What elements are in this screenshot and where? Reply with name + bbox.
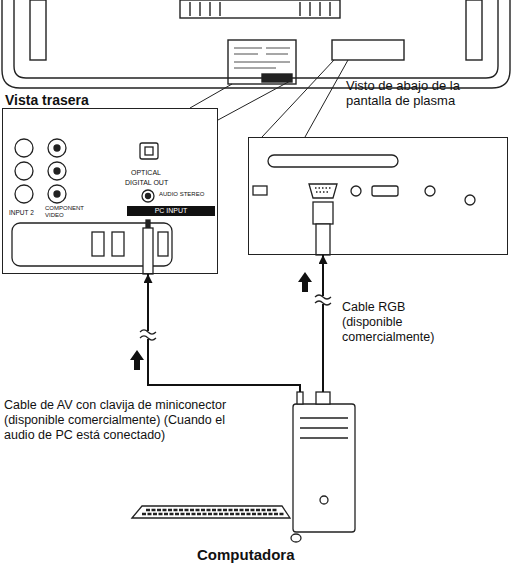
terminal-post: [158, 232, 168, 256]
vga-plug: [313, 202, 333, 224]
audio-plug: [297, 392, 303, 404]
leader-line: [262, 60, 334, 137]
port-label: OPTICAL: [131, 169, 161, 177]
up-arrow: [298, 272, 312, 292]
port-label: AUDIO STEREO: [159, 191, 211, 198]
slot: [268, 155, 398, 167]
jack: [48, 162, 66, 180]
bottom-terminal-panel: Visto de abajo de la pantalla de plasma: [248, 137, 508, 255]
tv-bottom-terminal: [332, 40, 404, 60]
hdmi-port: [253, 186, 267, 195]
jack: [48, 139, 66, 157]
port-label: INPUT 2: [9, 209, 34, 216]
audio-plug: [143, 228, 153, 274]
bottom-panel-ports: [253, 155, 475, 255]
tv-frame-inner: [14, 0, 498, 78]
port: [465, 195, 475, 205]
jack: [15, 162, 33, 180]
tv-terminal-plate: [228, 40, 296, 84]
audio-jack-pin: [146, 194, 151, 199]
device-label: Computadora: [197, 546, 295, 563]
tv-bracket: [30, 0, 46, 60]
power-button: [320, 496, 328, 504]
drive-bays: [300, 418, 348, 438]
direction-arrows: [130, 272, 312, 370]
cable-label: Cable de AV con clavija de miniconector …: [4, 398, 244, 443]
tv-vent: [180, 0, 340, 18]
cable-label: Cable RGB (disponible comercialmente): [342, 300, 452, 345]
vga-pins: [315, 188, 331, 192]
break-mark: [140, 330, 156, 340]
terminal-post: [92, 232, 104, 256]
port: [425, 186, 435, 196]
leader-line: [218, 80, 292, 120]
port-label: DIGITAL OUT: [125, 179, 168, 187]
tv-rear: [2, 0, 510, 88]
optical-port-inner: [145, 147, 153, 155]
plug-tip: [146, 220, 150, 228]
break-gap: [140, 331, 156, 339]
vga-plug-body: [316, 224, 330, 255]
tv-terminal-detail: [234, 48, 290, 68]
jack: [15, 185, 33, 203]
audio-jack: [142, 190, 154, 202]
view-heading: Vista trasera: [5, 92, 89, 108]
leader-lines: [190, 60, 348, 137]
cable: [148, 274, 300, 392]
mouse: [291, 534, 301, 542]
break-mark: [315, 295, 331, 305]
up-arrow: [130, 350, 144, 370]
port-label: COMPONENT VIDEO: [45, 205, 95, 219]
keyboard: [132, 506, 290, 518]
input-bar-label: PC INPUT: [127, 206, 215, 216]
view-heading: Visto de abajo de la pantalla de plasma: [346, 79, 508, 109]
cable-breaks: [140, 295, 331, 340]
break-gap: [315, 296, 331, 304]
jack-pin: [54, 191, 60, 197]
serial-port: [372, 186, 398, 196]
keyboard-keys: [142, 510, 284, 514]
cable: [322, 255, 324, 392]
optical-port: [140, 143, 158, 159]
jack: [48, 185, 66, 203]
vga-plug: [316, 392, 330, 404]
tv-bracket: [466, 0, 482, 60]
leader-line: [190, 84, 232, 108]
tv-rear-view: Vista trasera: [0, 0, 512, 90]
jack: [15, 139, 33, 157]
leader-line: [305, 60, 348, 137]
jack-pin: [54, 145, 60, 151]
terminal-post: [112, 232, 124, 256]
tv-terminal-tag: [262, 74, 292, 82]
tv-vent-slots: [190, 2, 330, 16]
antenna-port: [351, 186, 361, 196]
pc-tower: [293, 404, 355, 532]
tv-frame: [2, 0, 510, 88]
jack-pin: [54, 168, 60, 174]
vga-port: [309, 184, 337, 198]
rear-terminal-panel: OPTICAL DIGITAL OUT AUDIO STEREO INPUT 2 COM…: [2, 108, 218, 274]
